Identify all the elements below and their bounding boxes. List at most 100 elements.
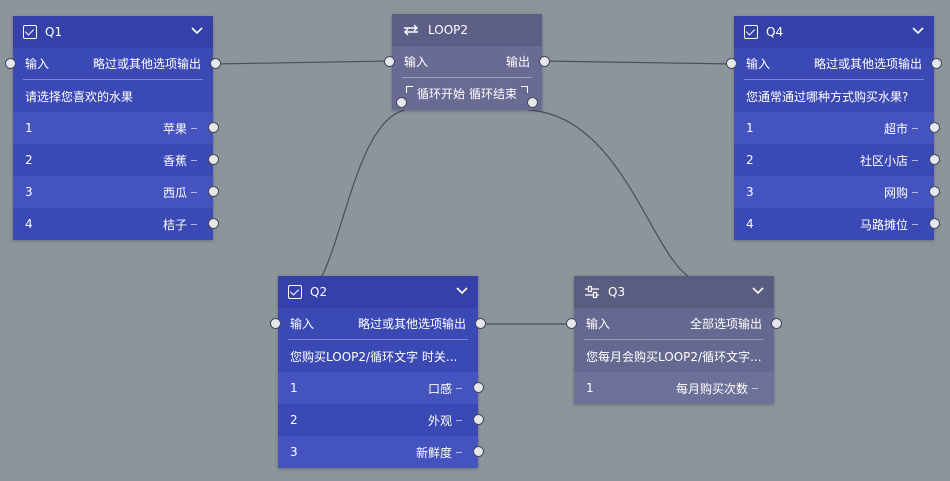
- io-row: 输入 略过或其他选项输出: [5, 48, 221, 80]
- option-number: 3: [290, 445, 298, 459]
- node-q3[interactable]: Q3 输入 全部选项输出 您每月会购买LOOP2/循环文字... 1 每月购买次数: [566, 276, 782, 404]
- option-row: 1 每月购买次数: [574, 372, 774, 404]
- output-port[interactable]: [210, 58, 221, 69]
- node-title: Q2: [310, 285, 328, 299]
- wire-loop-start-to-q2: [321, 109, 406, 277]
- node-title: Q4: [766, 25, 784, 39]
- input-port[interactable]: [566, 318, 577, 329]
- loop-footer: 循环开始 循环结束: [396, 78, 538, 108]
- output-label: 略过或其他选项输出: [92, 57, 201, 71]
- option-port[interactable]: [208, 186, 219, 197]
- option-row: 1 超市: [734, 112, 940, 144]
- output-port[interactable]: [539, 56, 550, 67]
- option-row: 1 口感: [278, 372, 484, 404]
- bracket-left: [405, 86, 413, 93]
- node-q4[interactable]: Q4 输入 略过或其他选项输出 您通常通过哪种方式购买水果? 1 超市 2 社区小店…: [726, 16, 942, 240]
- option-row: 3 网购: [734, 176, 940, 208]
- checkbox-icon: [744, 25, 758, 39]
- node-header[interactable]: Q3: [574, 276, 774, 308]
- option-label: 西瓜: [163, 184, 201, 201]
- option-number: 3: [25, 185, 33, 199]
- option-number: 4: [746, 217, 754, 231]
- option-port[interactable]: [929, 218, 940, 229]
- option-port[interactable]: [473, 414, 484, 425]
- loop-end-label: 循环结束: [469, 86, 518, 101]
- node-loop2[interactable]: LOOP2 输入 输出 循环开始 循环结束: [384, 14, 550, 110]
- node-header[interactable]: Q1: [13, 16, 213, 48]
- loop-end-port[interactable]: [527, 97, 538, 108]
- checkbox-icon: [23, 25, 37, 39]
- wire-loop2-to-q4: [541, 60, 735, 65]
- output-label: 略过或其他选项输出: [357, 317, 466, 331]
- node-header[interactable]: LOOP2: [392, 14, 542, 46]
- option-label: 苹果: [163, 120, 201, 137]
- output-label: 略过或其他选项输出: [813, 57, 922, 71]
- output-port[interactable]: [931, 58, 942, 69]
- io-row: 输入 输出: [384, 46, 550, 78]
- option-number: 1: [25, 121, 33, 135]
- option-number: 3: [746, 185, 754, 199]
- node-header[interactable]: Q2: [278, 276, 478, 308]
- option-number: 2: [25, 153, 33, 167]
- question-text: 您通常通过哪种方式购买水果?: [746, 89, 909, 104]
- option-port[interactable]: [929, 186, 940, 197]
- option-label: 每月购买次数: [676, 380, 762, 397]
- input-label: 输入: [290, 317, 315, 331]
- chevron-down-icon[interactable]: [752, 287, 764, 295]
- option-number: 2: [746, 153, 754, 167]
- option-row: 2 香蕉: [13, 144, 219, 176]
- option-number: 4: [25, 217, 33, 231]
- input-port[interactable]: [270, 318, 281, 329]
- input-label: 输入: [586, 317, 611, 331]
- option-port[interactable]: [473, 446, 484, 457]
- input-port[interactable]: [5, 58, 16, 69]
- option-row: 3 新鲜度: [278, 436, 484, 468]
- wire-loop-end-to-q3: [527, 109, 689, 277]
- output-port[interactable]: [475, 318, 486, 329]
- option-number: 1: [290, 381, 298, 395]
- option-row: 1 苹果: [13, 112, 219, 144]
- option-label: 社区小店: [860, 152, 922, 169]
- option-label: 新鲜度: [416, 444, 466, 461]
- io-row: 输入 略过或其他选项输出: [270, 308, 486, 340]
- loop-start-port[interactable]: [396, 97, 407, 108]
- node-title: Q1: [45, 25, 63, 39]
- input-port[interactable]: [726, 58, 737, 69]
- option-port[interactable]: [473, 382, 484, 393]
- slider-icon: [585, 285, 599, 299]
- output-port[interactable]: [771, 318, 782, 329]
- option-port[interactable]: [208, 122, 219, 133]
- option-row: 3 西瓜: [13, 176, 219, 208]
- option-label: 超市: [884, 120, 922, 137]
- node-title: LOOP2: [428, 23, 469, 37]
- chevron-down-icon[interactable]: [456, 287, 468, 295]
- option-label: 外观: [428, 412, 466, 429]
- input-label: 输入: [746, 57, 771, 71]
- option-port[interactable]: [208, 154, 219, 165]
- option-number: 1: [746, 121, 754, 135]
- output-label: 全部选项输出: [689, 317, 762, 331]
- io-row: 输入 略过或其他选项输出: [726, 48, 942, 80]
- question-text: 您购买LOOP2/循环文字 时关...: [290, 349, 458, 364]
- option-port[interactable]: [929, 154, 940, 165]
- option-label: 网购: [884, 184, 922, 201]
- chevron-down-icon[interactable]: [912, 27, 924, 35]
- input-port[interactable]: [384, 56, 395, 67]
- io-row: 输入 全部选项输出: [566, 308, 782, 340]
- chevron-down-icon[interactable]: [191, 27, 203, 35]
- option-port[interactable]: [208, 218, 219, 229]
- question-text: 您每月会购买LOOP2/循环文字...: [586, 349, 762, 364]
- bracket-right: [521, 86, 529, 93]
- loop-arrows-icon: [404, 24, 418, 36]
- wire-q1-to-loop2: [212, 60, 393, 65]
- node-header[interactable]: Q4: [734, 16, 934, 48]
- option-port[interactable]: [929, 122, 940, 133]
- option-number: 1: [586, 381, 594, 395]
- option-label: 口感: [428, 380, 466, 397]
- option-label: 香蕉: [163, 152, 201, 169]
